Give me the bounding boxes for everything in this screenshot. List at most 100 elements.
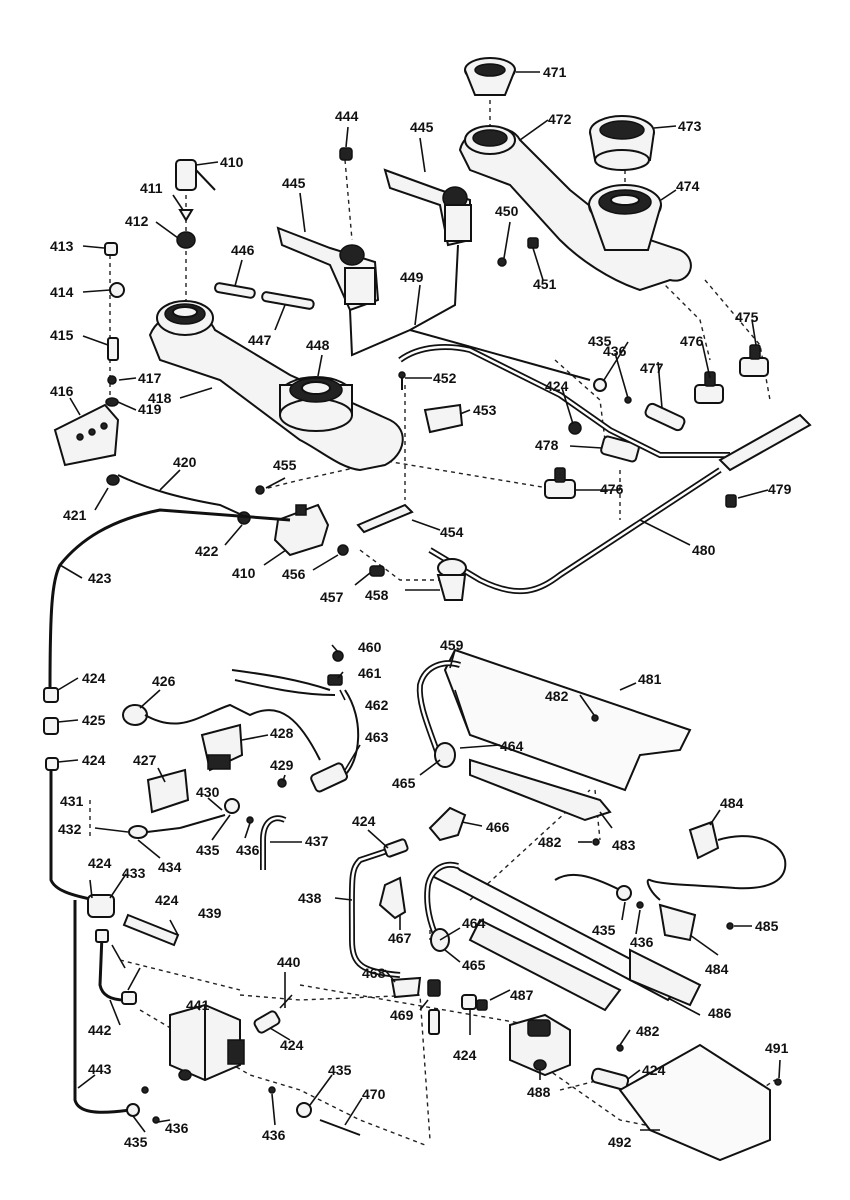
label-413: 413 xyxy=(50,238,74,254)
label-447: 447 xyxy=(248,332,272,348)
label-424-d: 424 xyxy=(155,892,179,908)
part-410-regulator xyxy=(273,503,330,557)
label-466: 466 xyxy=(486,819,510,835)
part-413 xyxy=(104,242,118,256)
label-486: 486 xyxy=(708,1005,732,1021)
label-435-right: 435 xyxy=(592,922,616,938)
label-476-lower: 476 xyxy=(600,481,624,497)
label-410-top: 410 xyxy=(220,154,244,170)
part-427-cover xyxy=(146,768,190,814)
label-473: 473 xyxy=(678,118,702,134)
label-441: 441 xyxy=(186,997,210,1013)
label-432: 432 xyxy=(58,821,82,837)
label-435-low: 435 xyxy=(124,1134,148,1150)
part-445-right xyxy=(383,168,472,247)
part-445-left xyxy=(276,226,380,312)
label-440: 440 xyxy=(277,954,301,970)
part-420-wire xyxy=(106,474,243,516)
label-464-b: 464 xyxy=(462,915,486,931)
part-labels: 410 411 412 413 414 415 416 417 418 419 … xyxy=(50,64,792,1150)
part-443-tube xyxy=(73,900,131,1114)
label-445-left: 445 xyxy=(282,175,306,191)
label-438: 438 xyxy=(298,890,322,906)
label-484-a: 484 xyxy=(720,795,744,811)
label-484-b: 484 xyxy=(705,961,729,977)
label-434: 434 xyxy=(158,859,182,875)
leader-lines xyxy=(57,71,781,1133)
part-463 xyxy=(310,762,348,793)
label-459: 459 xyxy=(440,637,464,653)
label-427: 427 xyxy=(133,752,157,768)
part-469 xyxy=(427,979,441,1035)
label-456: 456 xyxy=(282,566,306,582)
part-470-rod xyxy=(319,1119,361,1136)
label-487: 487 xyxy=(510,987,534,1003)
part-410-top xyxy=(175,159,216,191)
label-449: 449 xyxy=(400,269,424,285)
label-451: 451 xyxy=(533,276,557,292)
part-442-tube xyxy=(95,929,137,1005)
label-424-h: 424 xyxy=(642,1062,666,1078)
label-418: 418 xyxy=(148,390,172,406)
label-450: 450 xyxy=(495,203,519,219)
label-439: 439 xyxy=(198,905,222,921)
label-476-upper: 476 xyxy=(680,333,704,349)
label-465-a: 465 xyxy=(392,775,416,791)
label-482-b: 482 xyxy=(538,834,562,850)
part-448-burner xyxy=(279,376,353,432)
part-476-valve-upper xyxy=(694,371,724,404)
label-420: 420 xyxy=(173,454,197,470)
label-458: 458 xyxy=(365,587,389,603)
label-474: 474 xyxy=(676,178,700,194)
label-433: 433 xyxy=(122,865,146,881)
part-457 xyxy=(369,565,385,577)
label-470: 470 xyxy=(362,1086,386,1102)
label-468: 468 xyxy=(362,965,386,981)
label-431: 431 xyxy=(60,793,84,809)
part-432 xyxy=(128,825,181,839)
label-467: 467 xyxy=(388,930,412,946)
label-410-lower: 410 xyxy=(232,565,256,581)
part-476-valve-lower xyxy=(544,467,576,499)
label-461: 461 xyxy=(358,665,382,681)
label-436-low-a: 436 xyxy=(165,1120,189,1136)
label-448: 448 xyxy=(306,337,330,353)
part-480-manifold xyxy=(398,344,812,601)
part-441-valve xyxy=(169,1003,245,1082)
part-452-screw xyxy=(398,371,406,390)
label-460: 460 xyxy=(358,639,382,655)
label-488: 488 xyxy=(527,1084,551,1100)
part-415 xyxy=(107,337,119,361)
label-425: 425 xyxy=(82,712,106,728)
label-479: 479 xyxy=(768,481,792,497)
part-428-bracket xyxy=(200,723,244,772)
part-426-sensor xyxy=(122,703,321,761)
label-485: 485 xyxy=(755,918,779,934)
label-436-mid: 436 xyxy=(236,842,260,858)
label-482-a: 482 xyxy=(545,688,569,704)
label-480: 480 xyxy=(692,542,716,558)
label-424-b: 424 xyxy=(82,752,106,768)
label-457: 457 xyxy=(320,589,344,605)
part-414 xyxy=(109,282,125,298)
label-475: 475 xyxy=(735,309,759,325)
part-484-lower xyxy=(658,903,697,942)
part-477-orifice xyxy=(644,402,686,432)
part-450 xyxy=(497,257,507,267)
label-462: 462 xyxy=(365,697,389,713)
label-419: 419 xyxy=(138,401,162,417)
part-411 xyxy=(178,209,194,222)
label-412: 412 xyxy=(125,213,149,229)
label-435-top: 435 xyxy=(588,333,612,349)
label-463: 463 xyxy=(365,729,389,745)
label-424-top: 424 xyxy=(545,378,569,394)
label-411: 411 xyxy=(140,180,163,196)
part-423-tube xyxy=(48,508,291,691)
label-416: 416 xyxy=(50,383,74,399)
label-417: 417 xyxy=(138,370,162,386)
part-418-burner-base xyxy=(148,300,404,472)
part-462-wires xyxy=(231,650,360,776)
part-438-tube xyxy=(348,838,409,978)
label-465-b: 465 xyxy=(462,957,486,973)
